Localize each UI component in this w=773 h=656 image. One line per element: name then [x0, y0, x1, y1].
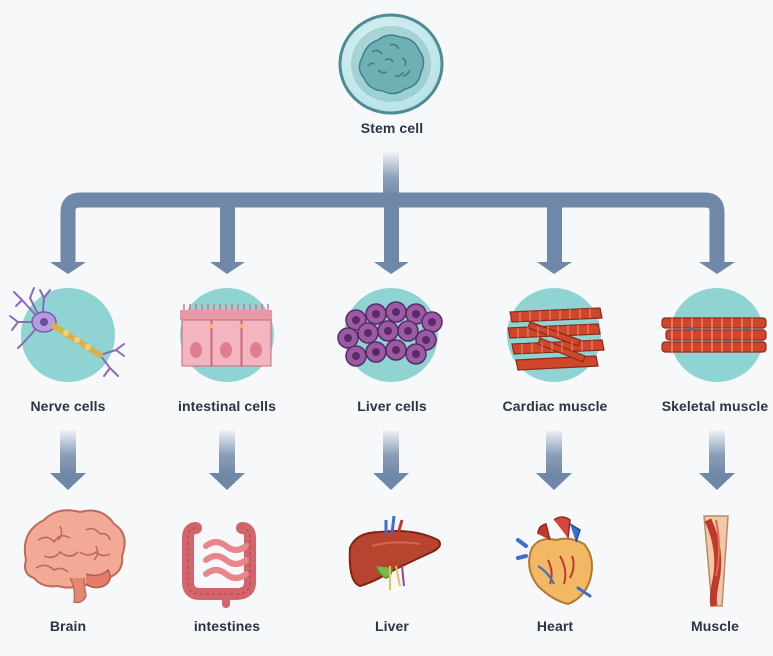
cardiac-muscle-label: Cardiac muscle	[502, 398, 608, 414]
brain-icon	[23, 509, 126, 604]
intestines-icon	[182, 522, 256, 608]
skeletal-muscle-label: Skeletal muscle	[661, 398, 769, 414]
liver-icon	[348, 515, 441, 590]
branch-connector	[50, 152, 735, 274]
cardiac-muscle-icon	[507, 288, 605, 382]
intestines-label: intestines	[193, 618, 261, 634]
intestinal-cells-label: intestinal cells	[177, 398, 277, 414]
liver-cell-icon	[337, 288, 443, 382]
organ-arrows	[50, 430, 735, 490]
liver-label: Liver	[375, 618, 409, 634]
heart-label: Heart	[536, 618, 574, 634]
muscle-icon	[703, 515, 729, 607]
nerve-cell-icon	[9, 287, 125, 382]
heart-icon	[516, 516, 593, 606]
intestinal-cell-icon	[180, 288, 274, 382]
nerve-cells-label: Nerve cells	[30, 398, 106, 414]
skeletal-muscle-icon	[661, 288, 767, 382]
stem-cell-icon	[338, 13, 444, 115]
liver-cells-label: Liver cells	[357, 398, 427, 414]
stem-cell-label: Stem cell	[360, 120, 424, 136]
brain-label: Brain	[49, 618, 87, 634]
muscle-label: Muscle	[690, 618, 740, 634]
